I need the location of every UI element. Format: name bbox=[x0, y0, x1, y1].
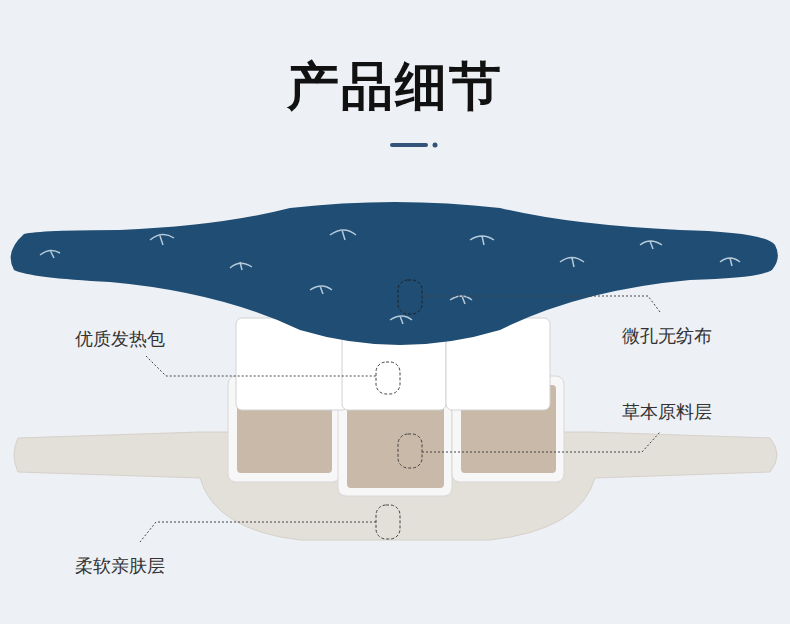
part-label: 柔软亲肤层 bbox=[75, 554, 165, 578]
nonwoven-band bbox=[11, 202, 778, 345]
target-marker bbox=[376, 280, 422, 539]
page-title: 产品细节 bbox=[287, 52, 503, 122]
leader-line bbox=[140, 296, 660, 542]
title-dot bbox=[433, 143, 438, 148]
title-bar bbox=[390, 143, 428, 147]
part-label: 草本原料层 bbox=[622, 400, 712, 424]
part-label: 微孔无纺布 bbox=[622, 324, 712, 348]
leaf-pattern bbox=[40, 230, 740, 324]
herbal-pad bbox=[347, 400, 444, 488]
part-label: 优质发热包 bbox=[75, 327, 165, 351]
